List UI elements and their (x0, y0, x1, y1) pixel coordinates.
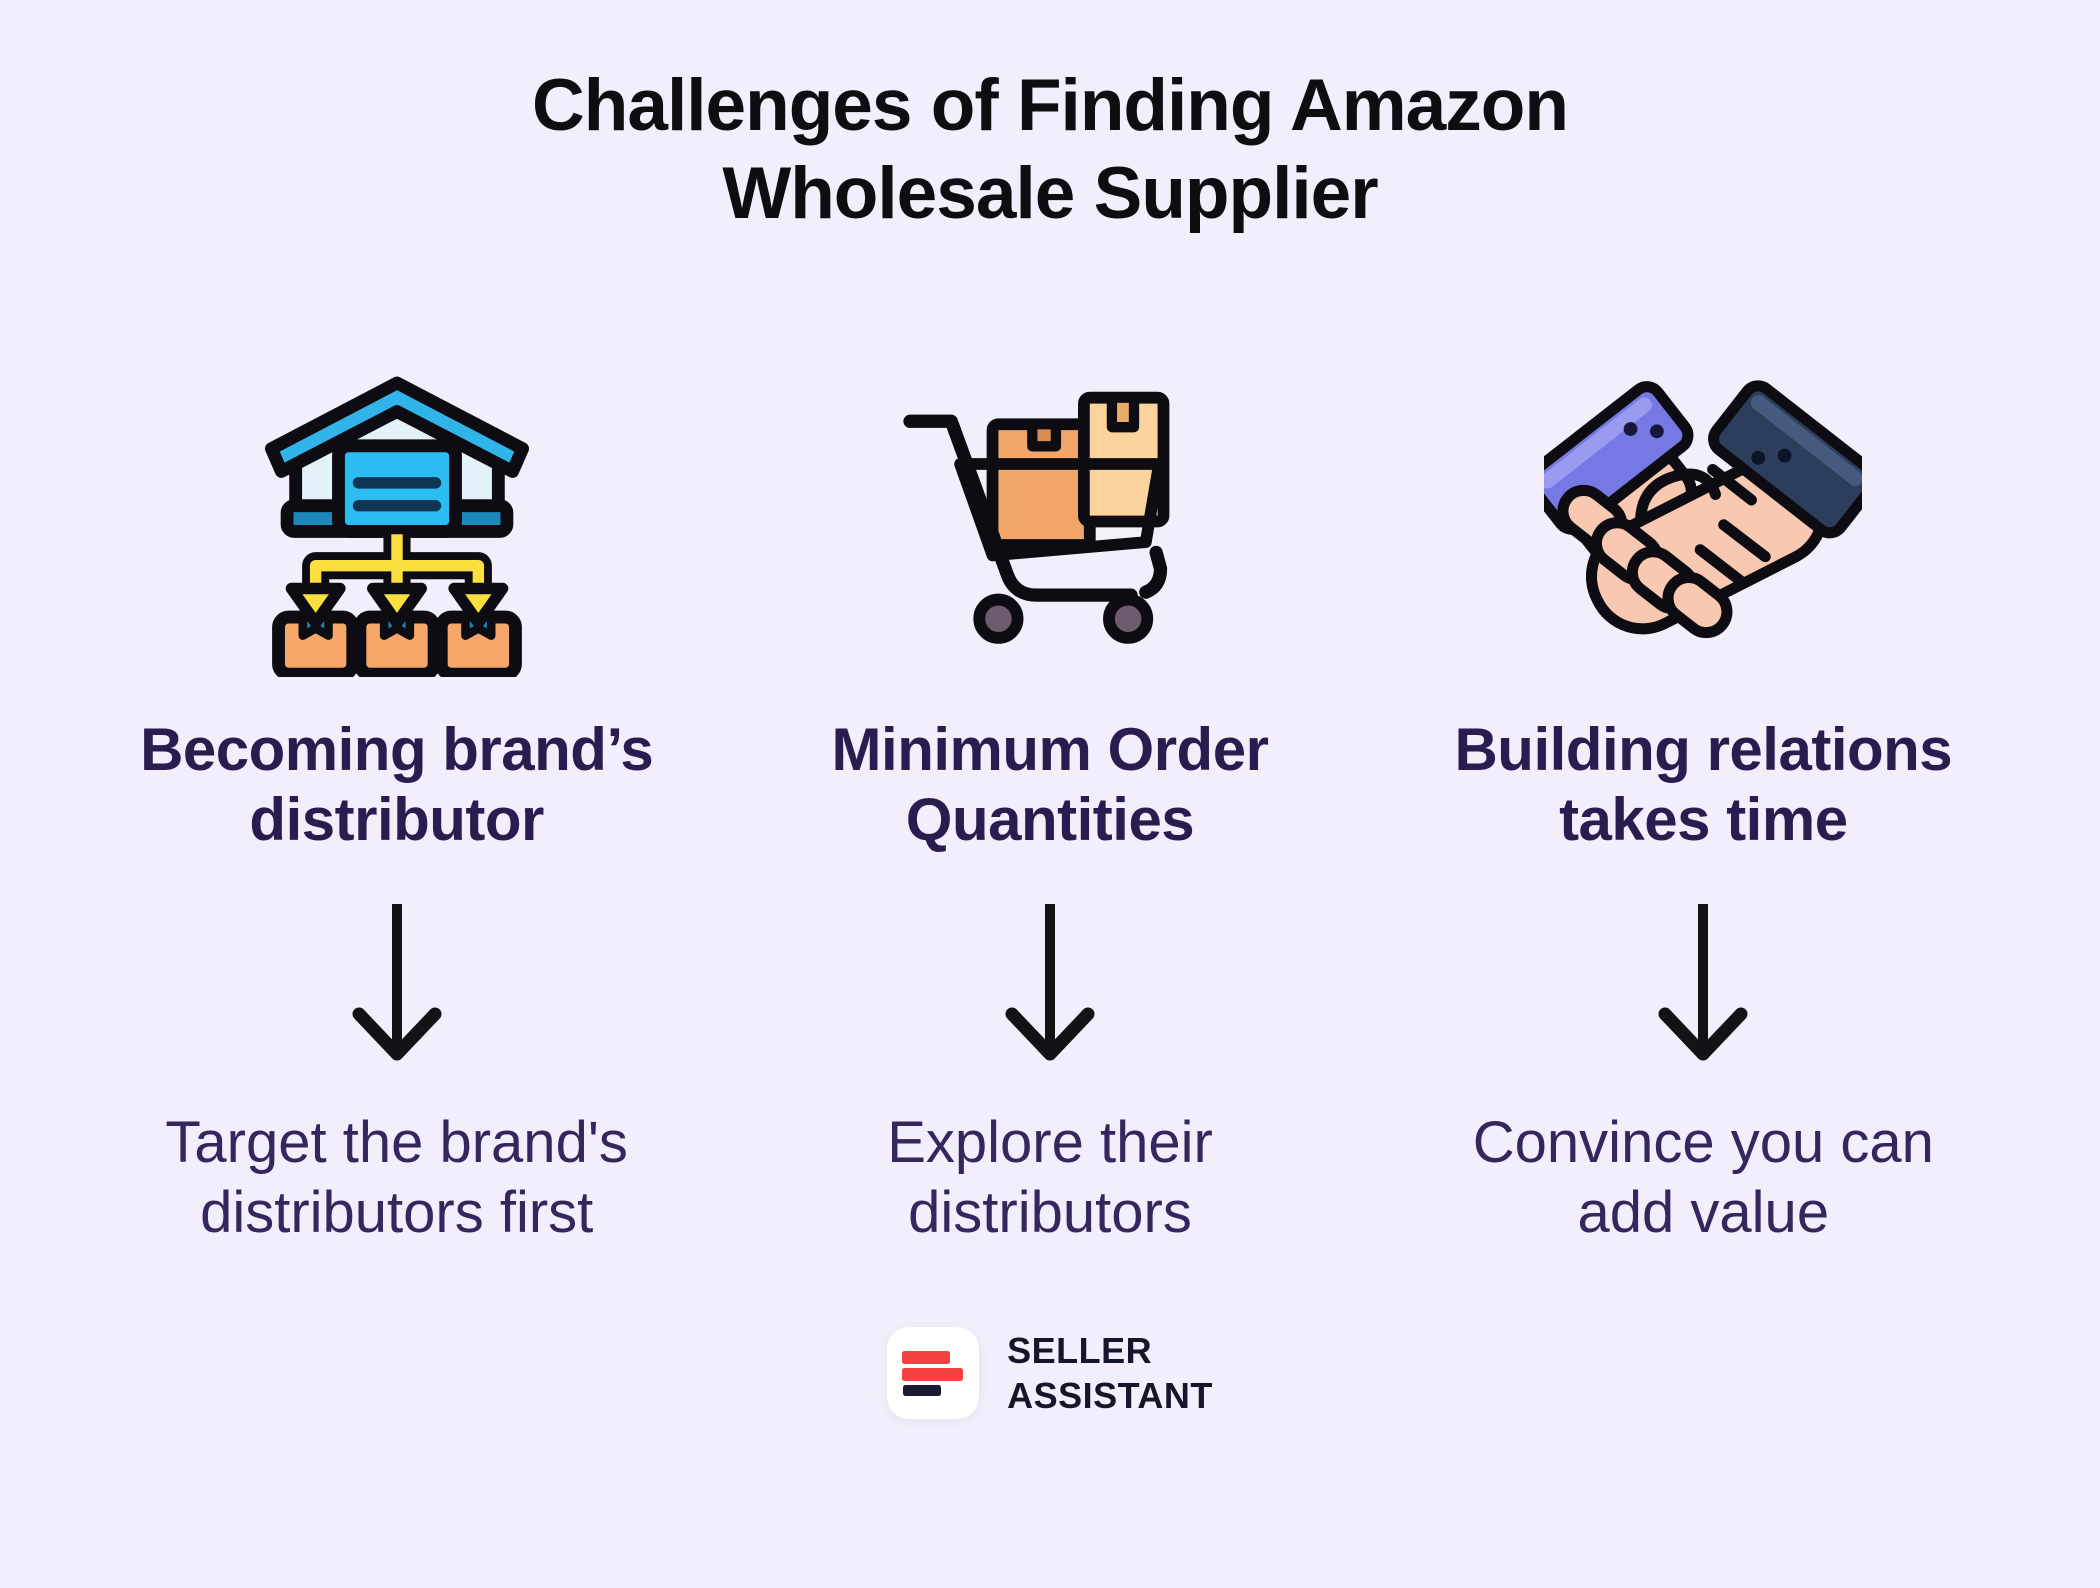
warehouse-distribution-icon (264, 376, 529, 678)
seller-assistant-logo-icon (887, 1327, 980, 1420)
infographic: Challenges of Finding Amazon Wholesale S… (0, 62, 2100, 1588)
logo-bar (903, 1385, 942, 1397)
challenge-columns: Becoming brand’s distributor Target the … (0, 355, 2100, 1249)
logo-bar (902, 1351, 951, 1365)
cart-with-boxes-icon (903, 391, 1170, 644)
page-title: Challenges of Finding Amazon Wholesale S… (532, 65, 1569, 234)
handshake-icon (1544, 380, 1863, 639)
challenge-tip: Target the brand's distributors first (165, 1109, 628, 1246)
brand-name: SELLER ASSISTANT (1007, 1330, 1213, 1417)
column-minimum-order: Minimum Order Quantities Explore their d… (723, 355, 1376, 1249)
brand-footer: SELLER ASSISTANT (0, 1327, 2100, 1420)
logo-bar (902, 1368, 964, 1382)
challenge-heading: Minimum Order Quantities (831, 716, 1269, 854)
column-building-relations: Building relations takes time Convince y… (1377, 355, 2030, 1249)
column-becoming-distributor: Becoming brand’s distributor Target the … (70, 355, 723, 1249)
challenge-tip: Convince you can add value (1472, 1109, 1934, 1246)
challenge-tip: Explore their distributors (887, 1109, 1213, 1246)
challenge-heading: Building relations takes time (1454, 716, 1953, 854)
down-arrow-icon (352, 903, 442, 1061)
down-arrow-icon (1005, 903, 1095, 1061)
challenge-heading: Becoming brand’s distributor (140, 716, 654, 854)
down-arrow-icon (1658, 903, 1748, 1061)
